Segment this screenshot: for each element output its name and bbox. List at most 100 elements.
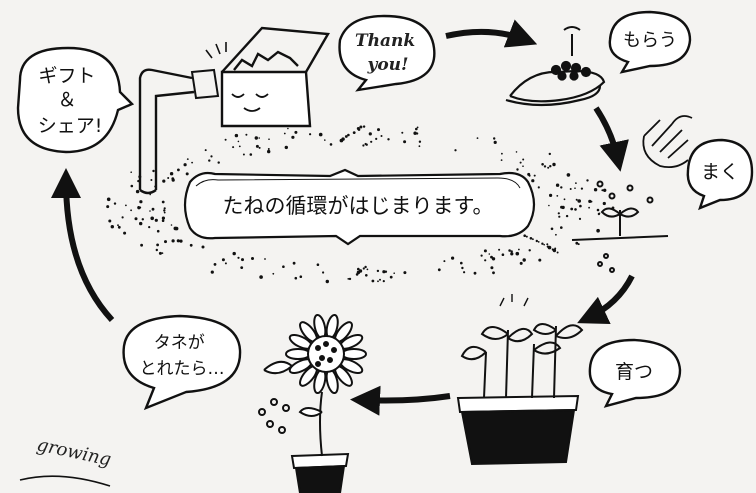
burst-dot <box>316 263 320 267</box>
burst-dot <box>110 225 115 229</box>
burst-dot <box>570 207 574 211</box>
burst-dot <box>318 132 323 137</box>
burst-dot <box>483 249 487 253</box>
burst-dot <box>158 251 162 255</box>
burst-dot <box>527 172 531 176</box>
burst-dot <box>251 257 254 260</box>
burst-dot <box>210 155 213 158</box>
burst-dot <box>106 205 110 209</box>
burst-dot <box>154 218 158 222</box>
burst-dot <box>356 127 360 130</box>
gift-bubble <box>16 46 135 154</box>
burst-dot <box>294 276 298 280</box>
burst-dot <box>161 200 165 204</box>
gift-label: ギフト ＆ シェア! <box>38 65 103 137</box>
burst-dot <box>152 169 155 173</box>
burst-dot <box>177 168 180 172</box>
burst-dot <box>575 198 578 201</box>
burst-dot <box>264 258 266 260</box>
burst-dot <box>322 271 325 274</box>
burst-dot <box>549 193 553 197</box>
burst-dot <box>380 135 383 137</box>
burst-dot <box>491 257 496 261</box>
burst-dot <box>577 199 581 203</box>
burst-dot <box>344 135 348 138</box>
burst-dot <box>376 269 380 273</box>
burst-dot <box>490 266 494 270</box>
burst-dot <box>249 153 253 156</box>
burst-dot <box>362 144 365 147</box>
burst-dot <box>461 266 464 270</box>
burst-dot <box>325 279 329 284</box>
burst-dot <box>139 221 143 226</box>
burst-dot <box>580 187 584 190</box>
burst-dot <box>141 218 144 221</box>
burst-dot <box>451 256 455 260</box>
burst-dot <box>522 165 524 167</box>
burst-dot <box>130 171 132 173</box>
burst-dot <box>437 268 441 272</box>
burst-dot <box>575 241 579 245</box>
burst-dot <box>501 253 505 256</box>
burst-dot <box>268 138 270 140</box>
burst-dot <box>454 149 457 152</box>
giving-hand-drawing <box>138 68 220 195</box>
burst-dot <box>148 226 151 229</box>
burst-dot <box>528 249 531 252</box>
sprout-in-soil-drawing <box>571 180 669 273</box>
burst-dot <box>523 234 526 237</box>
burst-dot <box>169 172 174 176</box>
burst-dot <box>579 204 582 208</box>
burst-dot <box>238 145 241 148</box>
burst-dot <box>232 251 236 256</box>
burst-dot <box>379 278 381 281</box>
arrow-grow-to-harvest <box>350 385 451 416</box>
burst-dot <box>299 275 303 279</box>
burst-dot <box>365 274 368 277</box>
burst-dot <box>370 140 373 143</box>
burst-dot <box>566 173 571 177</box>
center-burst <box>106 125 615 284</box>
burst-dot <box>603 188 607 192</box>
burst-dot <box>484 259 487 262</box>
burst-dot <box>550 227 554 231</box>
burst-dot <box>522 158 525 161</box>
burst-dot <box>272 272 275 275</box>
burst-dot <box>547 166 550 169</box>
burst-dot <box>508 249 511 252</box>
burst-dot <box>359 125 363 129</box>
burst-dot <box>204 149 207 152</box>
burst-dot <box>140 243 144 247</box>
sow-bubble <box>686 138 754 211</box>
sowing-hand-drawing <box>642 115 693 169</box>
burst-dot <box>590 200 593 203</box>
burst-dot <box>529 237 533 240</box>
center-label-frame <box>183 168 536 246</box>
arrow-harvest-to-gift <box>51 168 115 323</box>
burst-dot <box>531 179 535 183</box>
burst-dot <box>362 267 365 270</box>
burst-dot <box>117 225 121 229</box>
burst-dot <box>476 137 479 140</box>
burst-dot <box>170 224 173 226</box>
burst-dot <box>588 206 590 209</box>
burst-dot <box>558 215 561 218</box>
burst-dot <box>254 136 258 140</box>
burst-dot <box>366 268 369 271</box>
burst-dot <box>130 184 134 188</box>
burst-dot <box>535 239 538 243</box>
burst-dot <box>237 140 240 143</box>
sunflower-petal <box>285 348 311 360</box>
burst-dot <box>575 182 577 185</box>
burst-dot <box>183 163 187 167</box>
burst-dot <box>347 133 350 137</box>
burst-dot <box>541 242 544 245</box>
burst-dot <box>473 271 477 275</box>
burst-dot <box>189 243 193 247</box>
burst-dot <box>267 149 271 154</box>
burst-dot <box>480 254 483 257</box>
burst-dot <box>557 212 560 215</box>
burst-dot <box>368 132 372 136</box>
burst-dot <box>171 239 175 243</box>
burst-dot <box>574 187 576 189</box>
